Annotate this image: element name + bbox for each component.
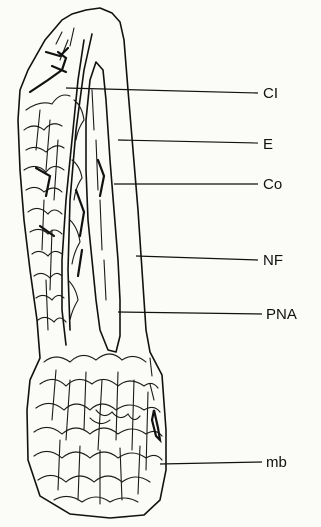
label-mb: mb xyxy=(266,454,287,471)
leader-e xyxy=(118,140,258,143)
label-nf: NF xyxy=(263,252,283,269)
label-pna: PNA xyxy=(266,306,297,323)
leader-nf xyxy=(136,256,258,260)
inner-canal xyxy=(86,62,120,352)
label-e: E xyxy=(263,136,273,153)
leader-ci xyxy=(66,88,258,93)
mb-marker xyxy=(150,358,160,440)
lower-reticular-pattern xyxy=(34,354,162,504)
label-ci: CI xyxy=(263,85,278,102)
leader-pna xyxy=(118,312,262,314)
leader-mb xyxy=(160,462,262,464)
label-co: Co xyxy=(263,176,282,193)
